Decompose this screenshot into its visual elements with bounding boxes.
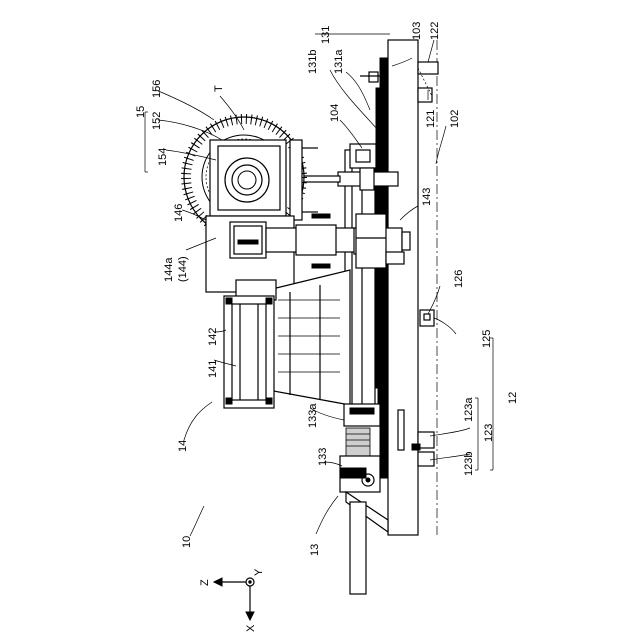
label-154: 154 <box>157 148 169 166</box>
label-10: 10 <box>181 536 193 548</box>
extension-13 <box>346 492 388 594</box>
axis-label-y: Y <box>253 568 265 576</box>
label-131: 131 <box>320 26 332 44</box>
label-102: 102 <box>449 110 461 128</box>
axis-label-z: Z <box>199 579 211 586</box>
label-15: 15 <box>135 106 147 118</box>
label-121: 121 <box>425 110 437 128</box>
label-125: 125 <box>481 330 493 348</box>
label-122: 122 <box>429 22 441 40</box>
label-T: T <box>213 85 225 92</box>
small-bracket <box>398 410 404 450</box>
label-123: 123 <box>483 424 495 442</box>
wheel-housing-152 <box>210 140 286 216</box>
label-143: 143 <box>421 188 433 206</box>
label-12: 12 <box>507 392 519 404</box>
label-133: 133 <box>317 448 329 466</box>
label-123a: 123a <box>463 397 475 422</box>
label-131a: 131a <box>333 49 345 74</box>
label-103: 103 <box>411 22 423 40</box>
base-rail-103 <box>388 40 418 535</box>
label-133a: 133a <box>307 403 319 428</box>
label-131b: 131b <box>307 50 319 74</box>
drive-unit-133 <box>340 456 380 492</box>
label-144: (144) <box>177 256 189 282</box>
label-126: 126 <box>453 270 465 288</box>
label-104: 104 <box>329 104 341 122</box>
block-104 <box>350 144 376 168</box>
coordinate-axes: Z Y X <box>199 568 265 632</box>
label-13: 13 <box>309 544 321 556</box>
label-142: 142 <box>207 328 219 346</box>
axis-label-x: X <box>245 624 257 632</box>
connector-126 <box>420 310 434 326</box>
label-146: 146 <box>173 204 185 222</box>
label-152: 152 <box>151 112 163 130</box>
label-156: 156 <box>151 80 163 98</box>
label-123b: 123b <box>463 452 475 476</box>
label-141: 141 <box>207 360 219 378</box>
label-144a: 144a <box>163 257 175 282</box>
label-14: 14 <box>177 440 189 452</box>
motor-14 <box>224 296 274 408</box>
bearing-133a <box>344 404 380 456</box>
